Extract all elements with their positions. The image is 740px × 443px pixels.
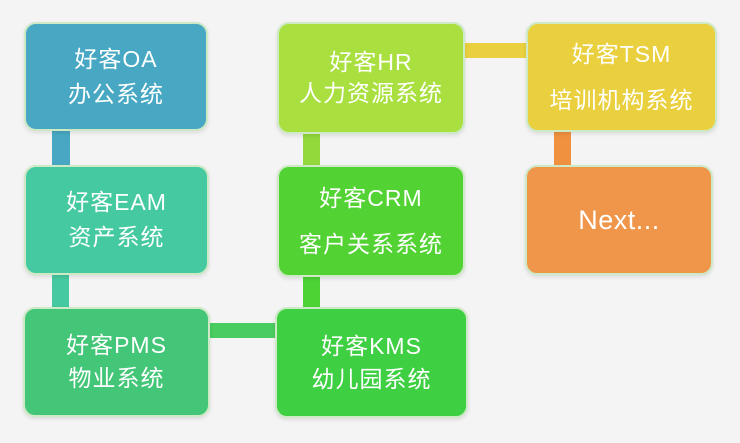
node-next-placeholder: Next... [525, 165, 713, 275]
node-tsm-training-system: 好客TSM 培训机构系统 [526, 22, 717, 132]
node-subtitle: 物业系统 [68, 365, 165, 391]
connector-hr-tsm [460, 43, 532, 58]
connector-pms-kms [205, 323, 280, 338]
node-kms-kindergarten-system: 好客KMS 幼儿园系统 [275, 307, 468, 418]
node-title: 好客HR [329, 49, 413, 75]
node-hr-system: 好客HR 人力资源系统 [277, 22, 465, 134]
connector-hr-crm [303, 128, 320, 170]
node-title: 好客TSM [571, 40, 672, 67]
node-subtitle: 客户关系系统 [299, 230, 443, 257]
node-subtitle: 幼儿园系统 [311, 365, 432, 392]
node-subtitle: 资产系统 [68, 224, 165, 250]
node-title: Next... [578, 204, 660, 235]
node-subtitle: 办公系统 [68, 80, 164, 107]
node-subtitle: 人力资源系统 [299, 80, 443, 106]
node-subtitle: 培训机构系统 [549, 86, 694, 113]
node-crm-system: 好客CRM 客户关系系统 [277, 165, 465, 277]
node-title: 好客OA [74, 45, 158, 72]
connector-crm-kms [303, 270, 320, 312]
node-oa-office-system: 好客OA 办公系统 [24, 22, 208, 131]
connector-tsm-next [554, 126, 571, 170]
node-title: 好客PMS [66, 332, 167, 358]
connector-eam-pms [52, 270, 69, 312]
node-eam-asset-system: 好客EAM 资产系统 [24, 165, 209, 275]
node-title: 好客CRM [319, 184, 423, 211]
connector-oa-eam [52, 125, 70, 170]
node-pms-property-system: 好客PMS 物业系统 [23, 307, 210, 417]
node-title: 好客KMS [321, 332, 422, 359]
node-title: 好客EAM [66, 189, 167, 215]
